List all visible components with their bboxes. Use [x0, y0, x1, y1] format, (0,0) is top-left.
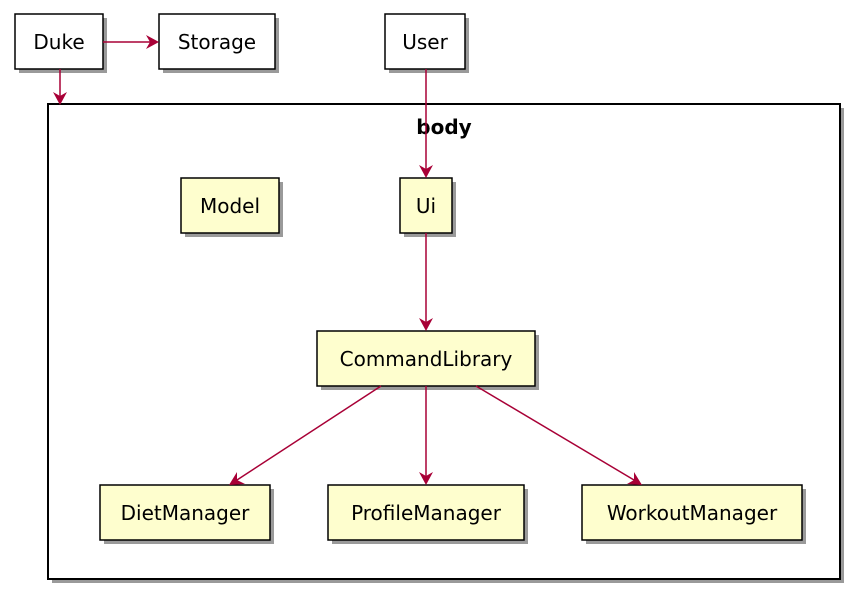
- diet-manager-node: DietManager: [99, 484, 274, 544]
- command-library-label: CommandLibrary: [340, 347, 513, 371]
- workout-manager-label: WorkoutManager: [607, 501, 778, 525]
- profile-manager-label: ProfileManager: [351, 501, 502, 525]
- duke-node: Duke: [14, 13, 107, 73]
- ui-label: Ui: [416, 194, 436, 218]
- edge-duke-to-body: [53, 69, 67, 105]
- user-node: User: [384, 13, 469, 73]
- model-node: Model: [180, 177, 283, 237]
- user-label: User: [402, 30, 448, 54]
- edge-command-library-to-workout-manager: [475, 385, 642, 485]
- edge-ui-to-command-library: [419, 233, 433, 331]
- edge-command-library-to-profile-manager: [419, 386, 433, 485]
- command-library-node: CommandLibrary: [316, 330, 539, 390]
- workout-manager-node: WorkoutManager: [581, 484, 806, 544]
- storage-label: Storage: [178, 30, 256, 54]
- duke-label: Duke: [33, 30, 84, 54]
- edge-command-library-to-diet-manager: [229, 385, 382, 485]
- storage-node: Storage: [158, 13, 279, 73]
- body-frame-label: body: [416, 115, 471, 139]
- diet-manager-label: DietManager: [121, 501, 251, 525]
- model-label: Model: [200, 194, 260, 218]
- profile-manager-node: ProfileManager: [327, 484, 528, 544]
- edge-duke-to-storage: [103, 35, 159, 49]
- ui-node: Ui: [399, 177, 456, 237]
- edge-user-to-ui: [419, 69, 433, 178]
